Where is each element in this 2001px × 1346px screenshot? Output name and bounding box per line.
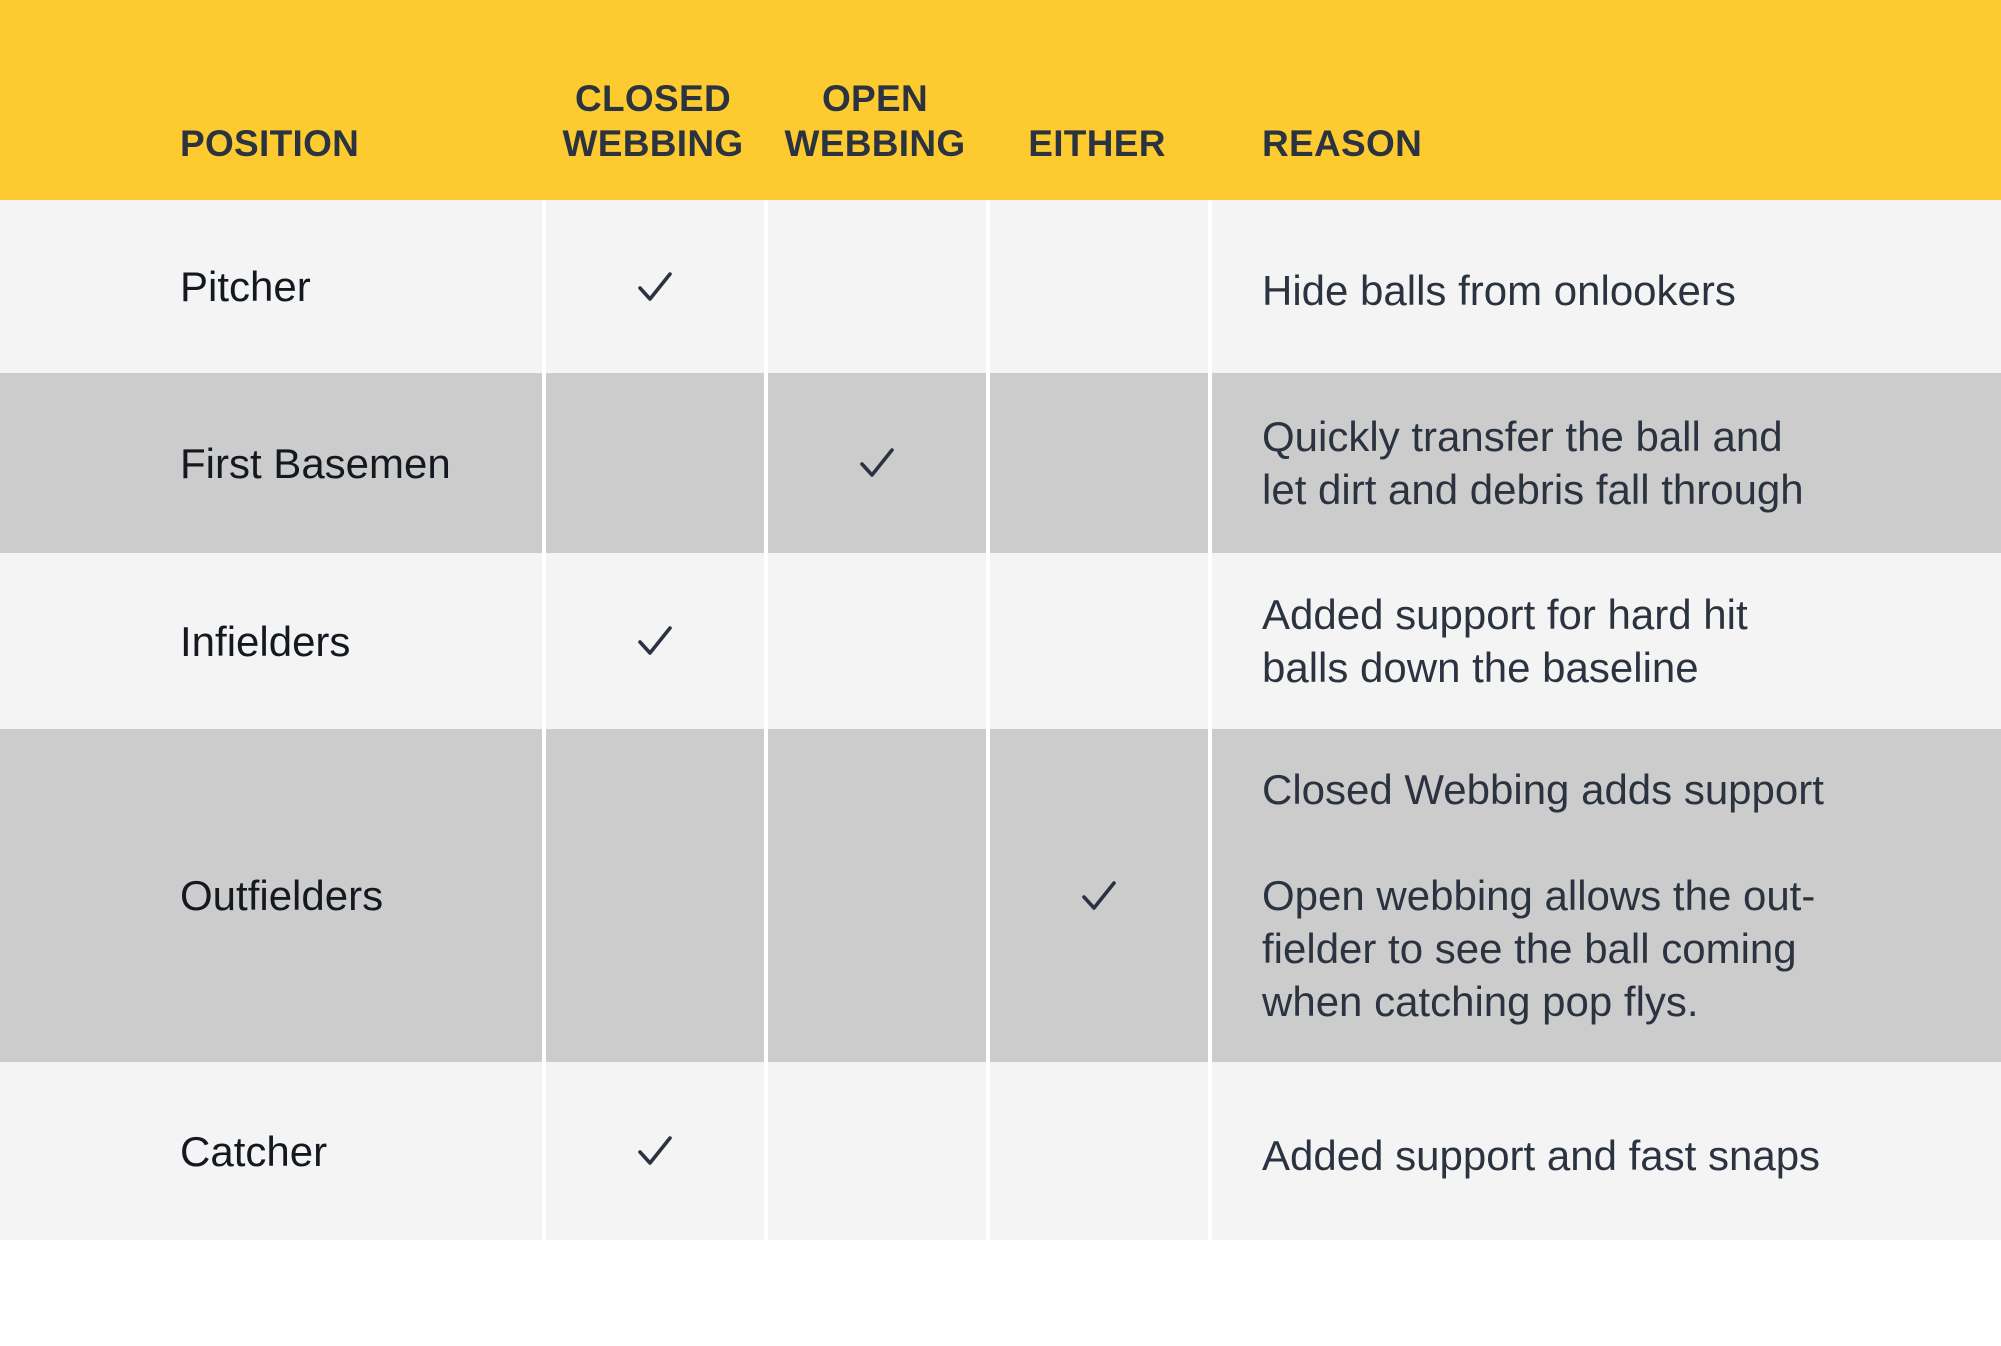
header-either: EITHER (1028, 123, 1166, 164)
checkmark-icon (638, 1136, 672, 1165)
reason-cell: Closed Webbing adds support Open webbing… (1208, 729, 2001, 1062)
either-webbing-cell (986, 200, 1208, 373)
table-row: Infielders Added support for hard hit bal… (0, 553, 2001, 729)
position-cell: Pitcher (0, 200, 542, 373)
either-webbing-cell (986, 729, 1208, 1062)
checkmark-icon (638, 271, 672, 301)
position-cell: Catcher (0, 1062, 542, 1240)
either-webbing-cell (986, 1062, 1208, 1240)
header-open-webbing: OPEN WEBBING (784, 78, 966, 164)
reason-cell: Quickly transfer the ball and let dirt a… (1208, 373, 2001, 553)
reason-cell: Hide balls from onlookers (1208, 200, 2001, 373)
checkmark-icon (860, 448, 894, 477)
header-position: POSITION (180, 123, 360, 164)
closed-webbing-cell (542, 1062, 764, 1240)
open-webbing-cell (764, 729, 986, 1062)
glove-webbing-table: POSITION CLOSED WEBBING OPEN WEBBING EIT… (0, 0, 2001, 1240)
reason-cell: Added support for hard hit balls down th… (1208, 553, 2001, 729)
open-webbing-cell (764, 1062, 986, 1240)
closed-webbing-cell (542, 373, 764, 553)
open-webbing-cell (764, 553, 986, 729)
table-header: POSITION CLOSED WEBBING OPEN WEBBING EIT… (0, 0, 2001, 200)
checkmark-icon (638, 626, 672, 655)
open-webbing-cell (764, 373, 986, 553)
header-reason: REASON (1262, 123, 1423, 164)
open-webbing-cell (764, 200, 986, 373)
closed-webbing-cell (542, 200, 764, 373)
either-webbing-cell (986, 373, 1208, 553)
closed-webbing-cell (542, 729, 764, 1062)
position-cell: Outfielders (0, 729, 542, 1062)
header-closed-webbing: CLOSED WEBBING (562, 78, 744, 164)
position-cell: First Basemen (0, 373, 542, 553)
table-row: First Basemen Quickly transfer the ball a… (0, 373, 2001, 553)
table-row: Pitcher Hide balls from onlookers (0, 200, 2001, 373)
either-webbing-cell (986, 553, 1208, 729)
table-row: Catcher Added support and fast snaps (0, 1062, 2001, 1240)
position-cell: Infielders (0, 553, 542, 729)
reason-cell: Added support and fast snaps (1208, 1062, 2001, 1240)
table-row: Outfielders Closed Webbing adds support O… (0, 729, 2001, 1062)
checkmark-icon (1082, 880, 1116, 910)
closed-webbing-cell (542, 553, 764, 729)
